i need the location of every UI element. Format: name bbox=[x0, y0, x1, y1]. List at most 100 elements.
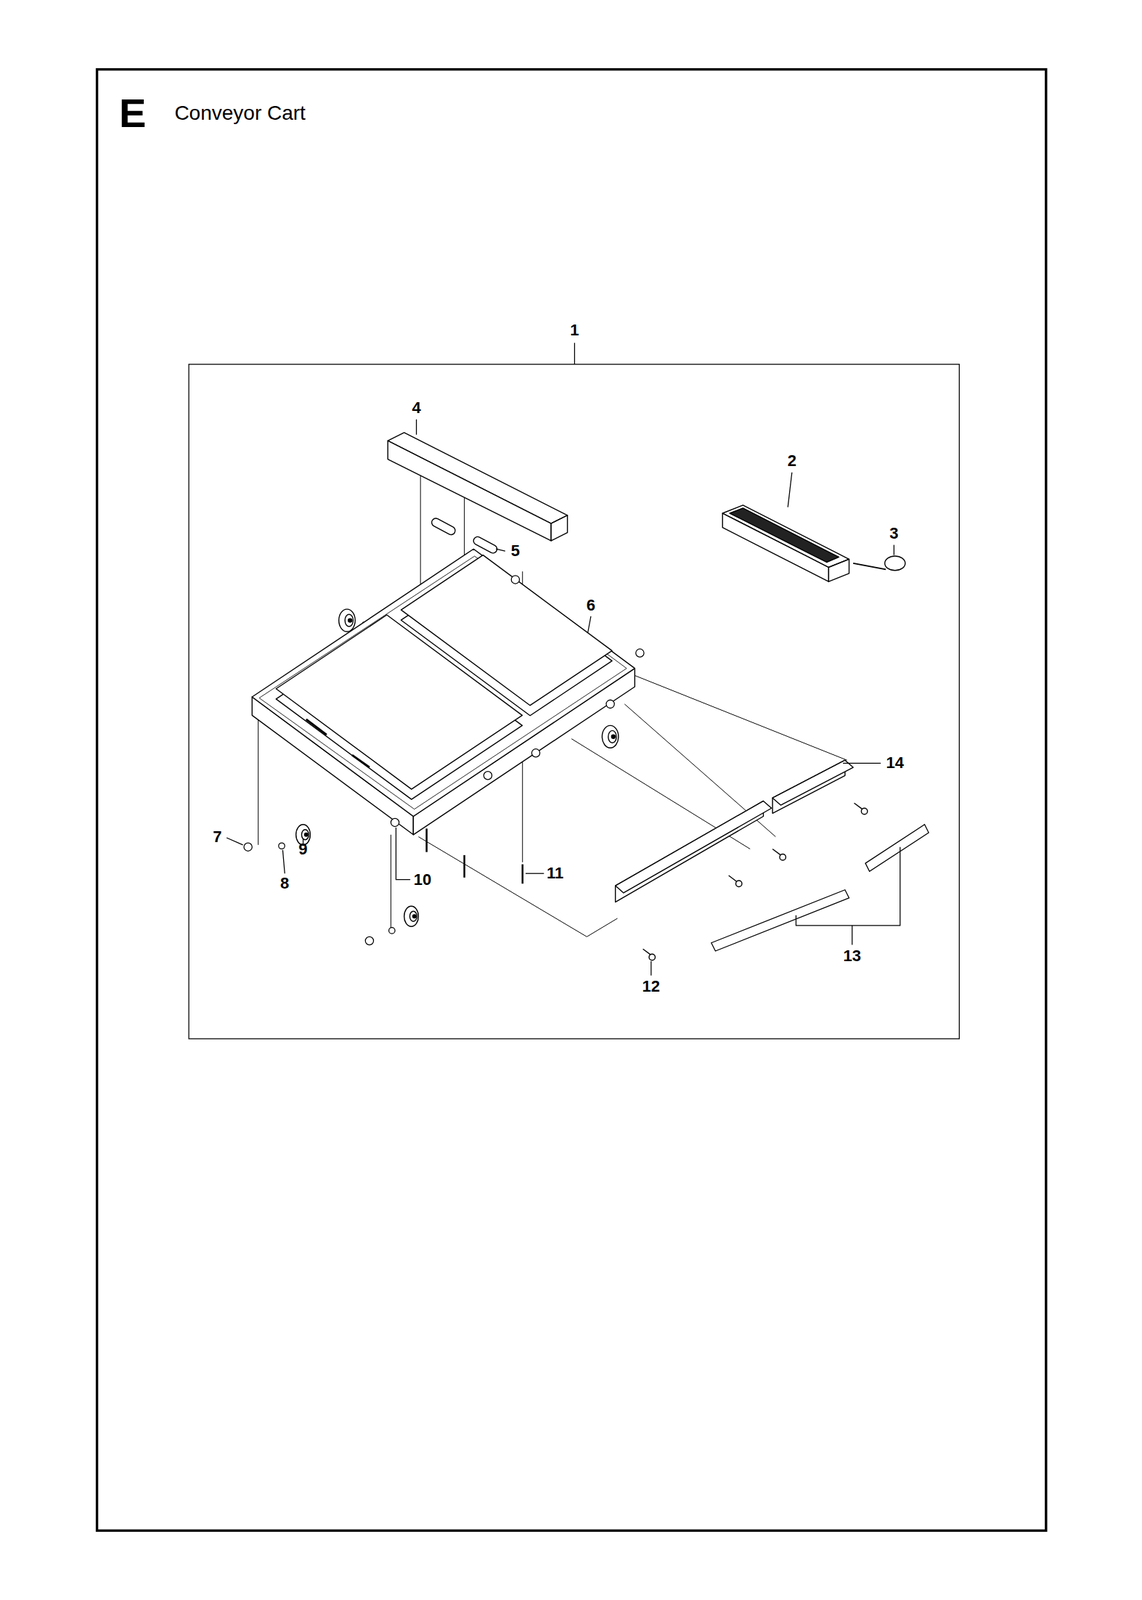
pin bbox=[435, 522, 493, 550]
wheel bbox=[412, 914, 416, 918]
leader-line bbox=[226, 342, 901, 976]
page-frame bbox=[188, 364, 960, 1039]
leader-line bbox=[226, 837, 243, 846]
screw bbox=[728, 875, 737, 882]
wheel bbox=[348, 618, 353, 623]
wheel bbox=[608, 730, 617, 743]
callout-number: 12 bbox=[642, 977, 660, 996]
nut bbox=[243, 842, 252, 851]
section-letter: E bbox=[119, 90, 146, 136]
callout-number: 1 bbox=[569, 321, 579, 340]
callout-number: 5 bbox=[511, 542, 520, 560]
screw bbox=[854, 802, 863, 809]
nut bbox=[606, 699, 615, 708]
cart-pad bbox=[275, 555, 613, 801]
wheel bbox=[601, 725, 618, 748]
assembly-line bbox=[390, 834, 392, 931]
screw bbox=[772, 848, 781, 855]
leader-line bbox=[574, 342, 575, 365]
leader-line bbox=[415, 419, 417, 435]
holder bbox=[722, 505, 906, 582]
screw bbox=[426, 828, 523, 884]
callout-number: 7 bbox=[212, 828, 222, 846]
nut bbox=[483, 771, 492, 780]
screw bbox=[861, 808, 867, 814]
cart-pad bbox=[400, 555, 613, 706]
screw bbox=[736, 880, 742, 887]
screw bbox=[425, 828, 428, 852]
pin bbox=[435, 522, 451, 531]
screw bbox=[643, 802, 868, 960]
nut bbox=[511, 575, 520, 584]
leader-line bbox=[525, 873, 544, 875]
diagram-title: Conveyor Cart bbox=[174, 102, 306, 125]
cart-pad bbox=[306, 719, 327, 735]
leader-line bbox=[842, 763, 881, 764]
nut bbox=[365, 936, 374, 945]
bar bbox=[551, 515, 568, 541]
nut bbox=[390, 818, 399, 827]
holder bbox=[722, 513, 829, 582]
nut bbox=[243, 575, 644, 946]
cart-frame bbox=[251, 548, 635, 817]
pin bbox=[435, 522, 451, 531]
wheel bbox=[409, 911, 417, 922]
assembly-line bbox=[634, 675, 847, 761]
leader-line bbox=[395, 827, 411, 880]
leader-line bbox=[795, 847, 900, 926]
page-frame bbox=[97, 69, 1047, 1532]
leader-line bbox=[588, 616, 591, 633]
pin bbox=[477, 540, 493, 549]
wheel bbox=[344, 614, 353, 627]
holder bbox=[853, 563, 886, 570]
wheel bbox=[339, 609, 356, 632]
callout-number: 14 bbox=[886, 754, 904, 772]
pin bbox=[477, 540, 493, 549]
bar bbox=[387, 440, 552, 541]
screw bbox=[463, 855, 466, 878]
strip bbox=[865, 824, 929, 872]
leader-line bbox=[851, 925, 853, 946]
cart-frame bbox=[251, 548, 635, 835]
leader-line bbox=[787, 472, 793, 508]
bar bbox=[387, 432, 568, 524]
screw bbox=[649, 953, 655, 960]
wheel bbox=[611, 734, 615, 739]
callout-number: 10 bbox=[413, 871, 432, 889]
wheel bbox=[301, 829, 309, 840]
callout-number: 6 bbox=[586, 596, 596, 614]
leader-line bbox=[495, 548, 506, 552]
rail bbox=[772, 760, 854, 806]
rail bbox=[615, 800, 772, 893]
cart-pad bbox=[352, 755, 370, 768]
callout-number: 2 bbox=[787, 452, 797, 470]
strip bbox=[711, 890, 850, 952]
holder bbox=[828, 559, 849, 582]
nut bbox=[635, 649, 644, 658]
assembly-line bbox=[418, 837, 618, 938]
strip bbox=[711, 824, 929, 952]
holder bbox=[884, 556, 906, 571]
nut bbox=[278, 842, 285, 849]
callout-number: 8 bbox=[280, 874, 289, 893]
callout-number: 3 bbox=[889, 524, 899, 543]
callout-number: 9 bbox=[298, 839, 308, 858]
assembly-line bbox=[257, 716, 259, 846]
leader-line bbox=[282, 850, 285, 874]
screw bbox=[643, 948, 652, 955]
rail bbox=[615, 760, 854, 902]
screw bbox=[779, 853, 786, 860]
nut bbox=[389, 927, 395, 934]
callout-number: 11 bbox=[546, 864, 564, 883]
page-frame bbox=[97, 69, 1047, 1532]
callout-number: 4 bbox=[411, 399, 421, 417]
callout-number: 13 bbox=[843, 947, 862, 965]
leader-line bbox=[893, 545, 895, 556]
wheel bbox=[296, 609, 619, 927]
wheel bbox=[304, 833, 308, 837]
nut bbox=[531, 749, 540, 758]
bar bbox=[387, 432, 568, 541]
screw bbox=[521, 864, 524, 885]
